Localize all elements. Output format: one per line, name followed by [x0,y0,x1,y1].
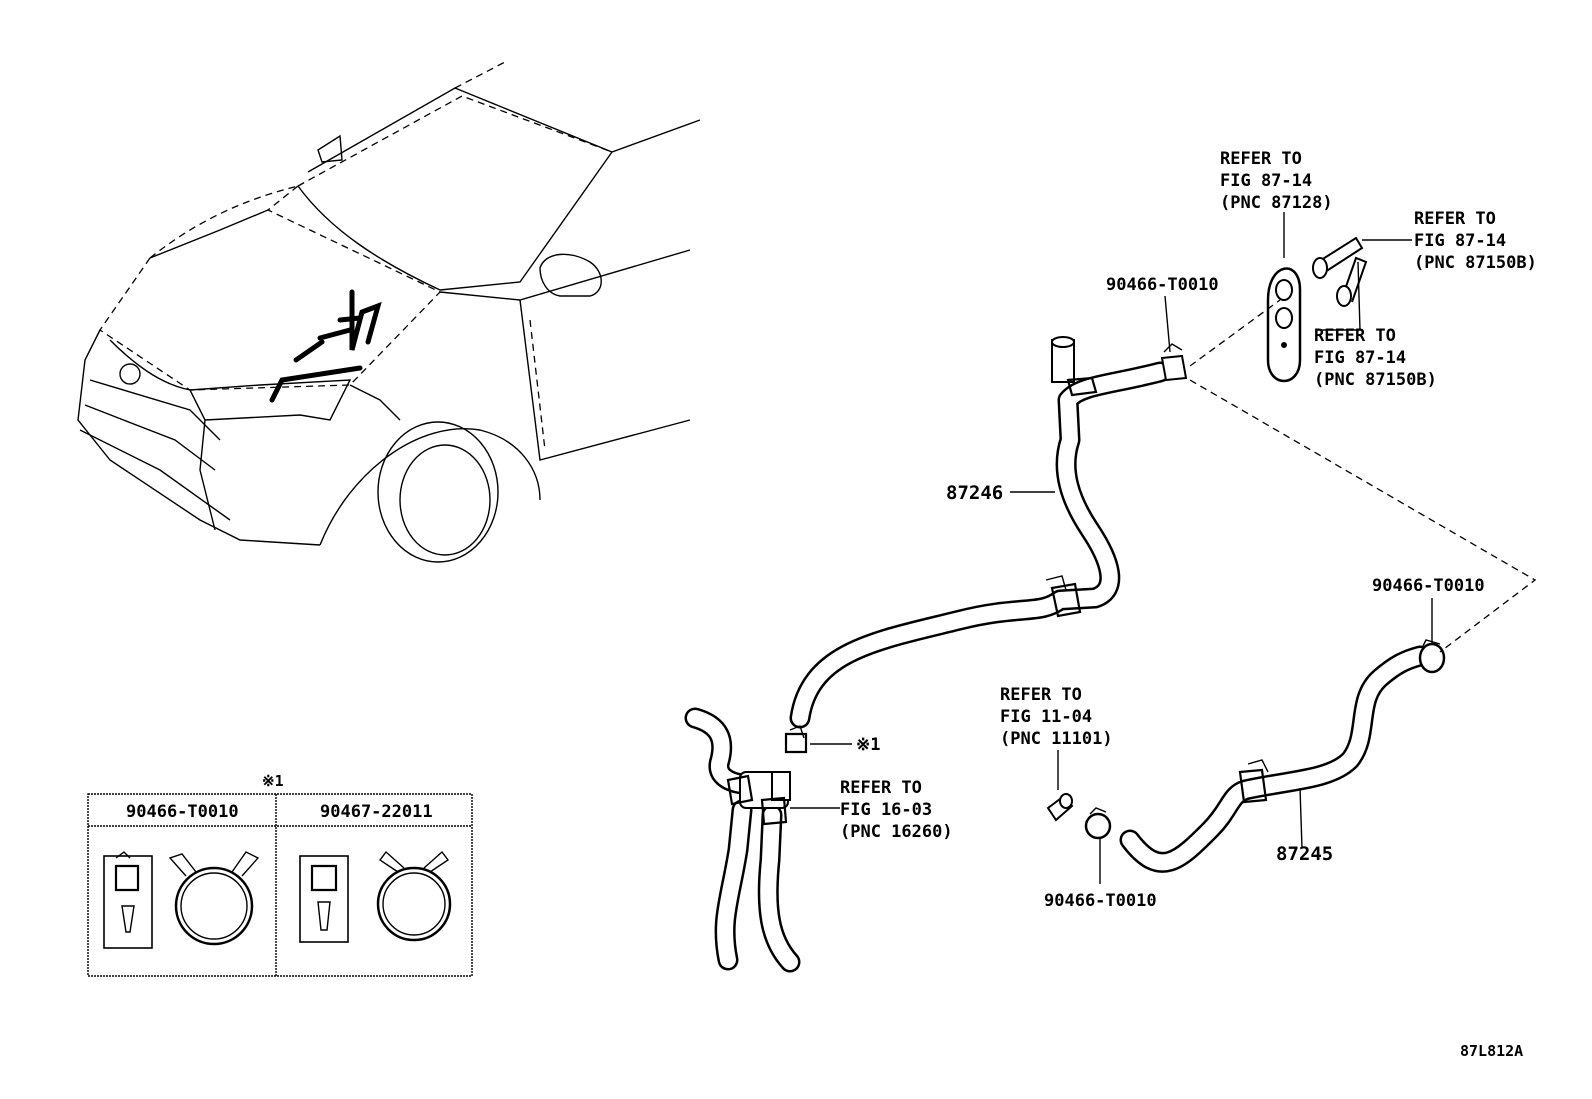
clamp-label-top: 90466-T0010 [1106,275,1219,295]
clamp-right [1418,639,1446,674]
ref-heater-core: REFER TO FIG 87-14 (PNC 87128) [1220,149,1333,213]
ref-valve: REFER TO FIG 16-03 (PNC 16260) [840,778,953,842]
legend-col1-header: 90466-T0010 [126,802,239,822]
legend-table: ※1 90466-T0010 90467-22011 [87,772,473,977]
legend-mark: ※1 [262,772,284,790]
dash-line-1 [1189,299,1281,367]
svg-text:FIG 87-14: FIG 87-14 [1314,348,1406,368]
svg-text:(PNC 16260): (PNC 16260) [840,822,953,842]
clamp-bottom [1084,807,1112,840]
hose-87246 [789,336,1171,729]
svg-text:REFER TO: REFER TO [1414,209,1496,229]
legend-col2-header: 90467-22011 [320,802,433,822]
leader-lines [790,212,1433,884]
note-mark: ※1 [856,735,880,755]
svg-text:REFER TO: REFER TO [840,778,922,798]
engine-pipe-stub [1046,793,1074,822]
clamp-label-bottom: 90466-T0010 [1044,891,1157,911]
svg-text:(PNC 87128): (PNC 87128) [1220,193,1333,213]
valve-assembly [684,707,808,973]
svg-text:(PNC 11101): (PNC 11101) [1000,729,1113,749]
part-number-87245: 87245 [1276,843,1333,865]
clamp-top [1160,343,1188,382]
ref-engine: REFER TO FIG 11-04 (PNC 11101) [1000,685,1113,749]
hose-87245 [1119,645,1431,873]
svg-text:REFER TO: REFER TO [1000,685,1082,705]
svg-text:REFER TO: REFER TO [1314,326,1396,346]
ref-pipe-lower: REFER TO FIG 87-14 (PNC 87150B) [1314,326,1437,390]
ref-pipe-upper: REFER TO FIG 87-14 (PNC 87150B) [1414,209,1537,273]
svg-text:FIG 16-03: FIG 16-03 [840,800,932,820]
svg-text:FIG 11-04: FIG 11-04 [1000,707,1092,727]
dash-line-2 [1189,379,1537,653]
svg-text:REFER TO: REFER TO [1220,149,1302,169]
part-number-87246: 87246 [946,482,1003,504]
svg-text:FIG 87-14: FIG 87-14 [1220,171,1312,191]
figure-code: 87L812A [1460,1042,1523,1060]
heater-core-plate [1266,236,1368,383]
svg-text:(PNC 87150B): (PNC 87150B) [1314,370,1437,390]
clamp-label-right: 90466-T0010 [1372,576,1485,596]
svg-text:FIG 87-14: FIG 87-14 [1414,231,1506,251]
vehicle-outline [77,61,701,563]
svg-text:(PNC 87150B): (PNC 87150B) [1414,253,1537,273]
